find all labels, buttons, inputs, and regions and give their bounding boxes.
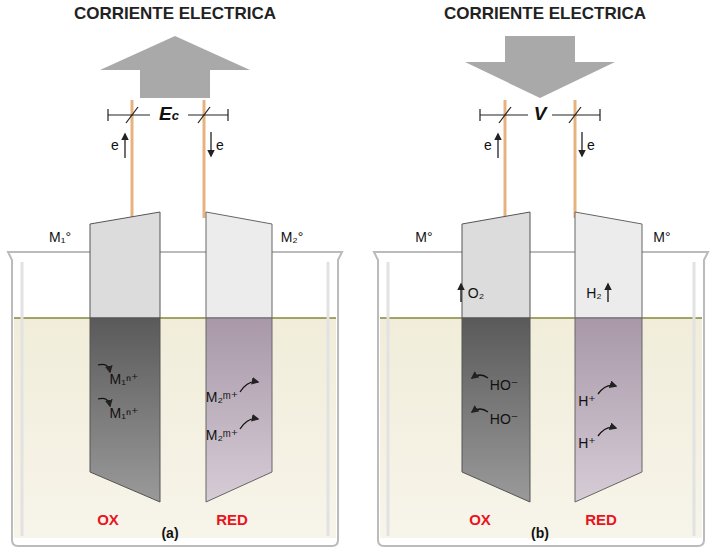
ion-label: H⁺ <box>578 436 596 451</box>
pole-label: RED <box>585 512 617 529</box>
panel-title: CORRIENTE ELECTRICA <box>444 5 646 24</box>
electrode-label: M° <box>653 230 670 245</box>
gas-label: O₂ <box>468 286 484 301</box>
gas-label: H₂ <box>586 286 602 301</box>
electron-label: e <box>216 138 224 153</box>
electron-label: e <box>111 138 119 153</box>
electron-label: e <box>484 138 492 153</box>
ion-label: HO⁻ <box>490 378 518 393</box>
current-arrow <box>100 36 250 98</box>
ion-label: M₂ᵐ⁺ <box>206 428 239 443</box>
panel-caption: (b) <box>531 526 549 541</box>
wires-b <box>480 100 600 218</box>
ion-label: M₂ᵐ⁺ <box>206 390 239 405</box>
electrode-label: M° <box>415 230 432 245</box>
pole-label: OX <box>97 512 119 529</box>
beaker-a <box>8 212 342 546</box>
beaker-b <box>374 212 708 546</box>
pole-label: RED <box>216 512 248 529</box>
ion-label: M₁ⁿ⁺ <box>110 372 139 387</box>
electrode-label: M₂° <box>281 230 304 245</box>
ion-label: H⁺ <box>578 394 596 409</box>
wires-a <box>108 100 228 218</box>
electrode-label: M₁° <box>49 230 71 245</box>
panel-caption: (a) <box>161 526 178 541</box>
ion-label: M₁ⁿ⁺ <box>110 406 139 421</box>
electron-label: e <box>587 138 595 153</box>
current-arrow <box>465 36 615 98</box>
pole-label: OX <box>469 512 491 529</box>
ion-label: HO⁻ <box>490 412 518 427</box>
voltage-symbol: Ec <box>156 104 182 125</box>
panel-title: CORRIENTE ELECTRICA <box>74 5 276 24</box>
voltage-symbol: V <box>531 104 550 125</box>
